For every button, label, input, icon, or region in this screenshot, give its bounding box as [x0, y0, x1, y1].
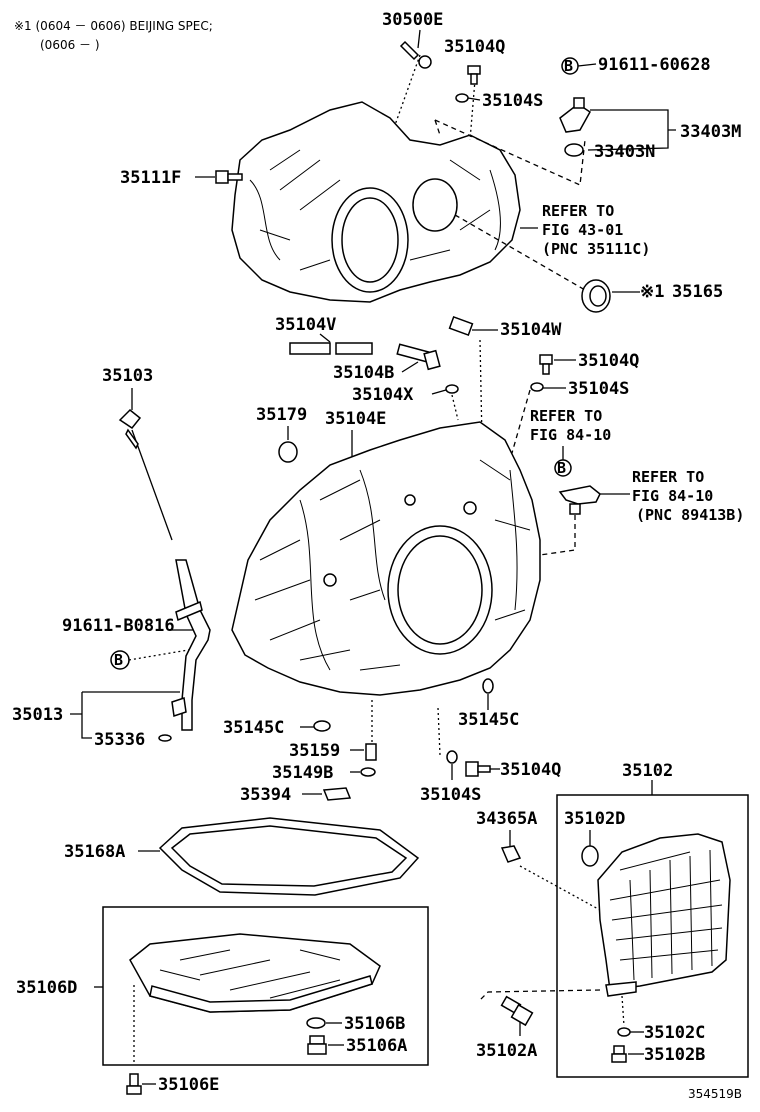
- ref1-line1: REFER TO: [542, 202, 614, 220]
- transaxle-housing-upper: [231, 101, 521, 303]
- label-30500E: 30500E: [382, 10, 443, 30]
- transaxle-case-lower: [231, 421, 541, 696]
- label-35106E: 35106E: [158, 1075, 219, 1095]
- plug-35102D: [581, 845, 599, 867]
- clamp-35394: [322, 787, 352, 801]
- valve-body-35102: [597, 833, 731, 997]
- bolt-35102B: [611, 1045, 627, 1063]
- label-35104Q-low: 35104Q: [500, 760, 561, 780]
- gasket-35106B: [306, 1017, 326, 1029]
- label-35106B: 35106B: [344, 1014, 405, 1034]
- marker-b-top-text: B: [564, 57, 573, 75]
- label-35106A: 35106A: [346, 1036, 407, 1056]
- label-35102B: 35102B: [644, 1045, 705, 1065]
- ref1-line3: (PNC 35111C): [542, 240, 650, 258]
- label-35102C: 35102C: [644, 1023, 705, 1043]
- ref2-line1: REFER TO: [530, 407, 602, 425]
- fitting-35104B: [396, 343, 441, 371]
- ref3-line3: (PNC 89413B): [636, 506, 744, 524]
- strainer-group-box: [556, 794, 749, 1078]
- label-35145C-left: 35145C: [223, 718, 284, 738]
- label-33403N: 33403N: [594, 142, 655, 162]
- label-35165: 35165: [672, 282, 723, 302]
- bolt-35104Q-low: [465, 761, 491, 777]
- bolt-30500E: [399, 40, 432, 69]
- dipstick-tube-35013: [171, 559, 211, 731]
- label-35104Q-mid: 35104Q: [578, 351, 639, 371]
- oring-35149B: [360, 767, 376, 777]
- gasket-35145C-left: [313, 720, 331, 732]
- label-35168A: 35168A: [64, 842, 125, 862]
- oil-pan-35106D: [129, 933, 381, 1013]
- label-35103: 35103: [102, 366, 153, 386]
- label-35159: 35159: [289, 741, 340, 761]
- gasket-35145C-right: [482, 678, 494, 694]
- speed-sensor: [558, 485, 601, 515]
- label-35104S-low: 35104S: [420, 785, 481, 805]
- label-35104V: 35104V: [275, 315, 336, 335]
- label-35102: 35102: [622, 761, 673, 781]
- label-35104Q-top: 35104Q: [444, 37, 505, 57]
- spec-note-line2: (0606 － ): [40, 38, 100, 52]
- oring-35336: [158, 734, 172, 742]
- label-35111F: 35111F: [120, 168, 181, 188]
- label-33403M: 33403M: [680, 122, 741, 142]
- oring-35104S-mid: [530, 382, 544, 392]
- oring-35102C: [617, 1027, 631, 1037]
- label-35104S-mid: 35104S: [568, 379, 629, 399]
- oring-35104S-top: [455, 93, 469, 103]
- plug-35179: [278, 441, 298, 463]
- ref3-line2: FIG 84-10: [632, 487, 713, 505]
- label-35145C-right: 35145C: [458, 710, 519, 730]
- label-35102A: 35102A: [476, 1041, 537, 1061]
- label-91611-60628: 91611-60628: [598, 55, 711, 75]
- oil-pan-group-box: [102, 906, 429, 1066]
- ref1-line2: FIG 43-01: [542, 221, 623, 239]
- label-35104W: 35104W: [500, 320, 562, 340]
- pipe-35104V: [289, 342, 373, 355]
- bolt-35111F: [215, 170, 243, 184]
- oring-35104X: [445, 384, 459, 394]
- label-91611-B0816: 91611-B0816: [62, 616, 175, 636]
- label-35149B: 35149B: [272, 763, 333, 783]
- spec-note-line1: ※1 (0604 － 0606) BEIJING SPEC;: [14, 19, 213, 33]
- marker-b-left-text: B: [114, 651, 123, 669]
- label-35013: 35013: [12, 705, 63, 725]
- ref2-line2: FIG 84-10: [530, 426, 611, 444]
- bolt-35102A: [500, 995, 534, 1027]
- figure-id: 354519B: [688, 1087, 742, 1101]
- label-35104X: 35104X: [352, 385, 414, 405]
- label-35104B: 35104B: [333, 363, 394, 383]
- label-35179: 35179: [256, 405, 307, 425]
- label-35102D: 35102D: [564, 809, 625, 829]
- marker-b-mid-text: B: [557, 459, 566, 477]
- oring-35104S-low: [446, 750, 458, 764]
- label-34365A: 34365A: [476, 809, 537, 829]
- sensor-33403M: [559, 97, 591, 133]
- label-35165-mark: ※1: [640, 282, 664, 302]
- label-35104E: 35104E: [325, 409, 386, 429]
- drain-plug-35106A: [307, 1035, 327, 1055]
- bolt-35106E: [126, 1073, 142, 1095]
- label-35106D: 35106D: [16, 978, 77, 998]
- pipe-35159: [365, 743, 377, 761]
- ref3-line1: REFER TO: [632, 468, 704, 486]
- bolt-35104Q-mid: [539, 354, 553, 375]
- bolt-35104Q-top: [467, 65, 481, 85]
- oring-33403N: [564, 143, 584, 157]
- oil-pan-gasket-35168A: [158, 817, 420, 896]
- fitting-35104W: [448, 315, 474, 337]
- dipstick-35103: [118, 408, 173, 541]
- oil-seal-35165: [581, 279, 611, 313]
- label-35394: 35394: [240, 785, 291, 805]
- clip-34365A: [500, 845, 522, 863]
- label-35104S-top: 35104S: [482, 91, 543, 111]
- label-35336: 35336: [94, 730, 145, 750]
